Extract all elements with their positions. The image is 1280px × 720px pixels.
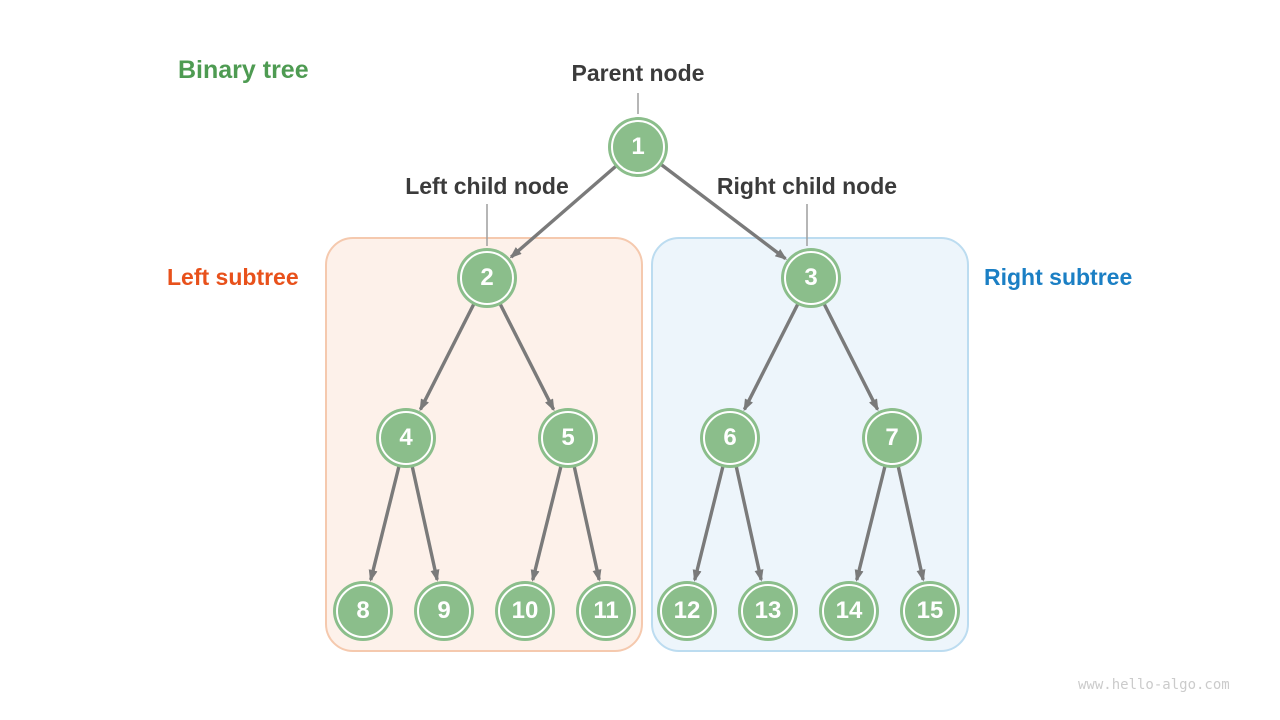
left-child-node-label: Left child node bbox=[405, 173, 569, 199]
watermark-text: www.hello-algo.com bbox=[1078, 677, 1230, 693]
tree-node-14: 14 bbox=[819, 581, 879, 641]
tree-node-8: 8 bbox=[333, 581, 393, 641]
node-value: 11 bbox=[593, 597, 619, 624]
tree-node-9: 9 bbox=[414, 581, 474, 641]
tree-node-5: 5 bbox=[538, 408, 598, 468]
node-value: 4 bbox=[399, 424, 413, 451]
parent-node-label: Parent node bbox=[571, 60, 705, 86]
tree-node-6: 6 bbox=[700, 408, 760, 468]
node-value: 7 bbox=[885, 424, 899, 451]
tree-node-13: 13 bbox=[738, 581, 798, 641]
right-subtree-label: Right subtree bbox=[984, 264, 1133, 290]
tree-node-10: 10 bbox=[495, 581, 555, 641]
node-value: 8 bbox=[356, 597, 370, 624]
tree-node-2: 2 bbox=[457, 248, 517, 308]
node-value: 2 bbox=[480, 264, 494, 291]
tree-node-1: 1 bbox=[608, 117, 668, 177]
diagram-title: Binary tree bbox=[178, 56, 309, 84]
left-subtree-label: Left subtree bbox=[167, 264, 299, 290]
node-value: 3 bbox=[804, 264, 818, 291]
node-value: 5 bbox=[561, 424, 575, 451]
tree-node-4: 4 bbox=[376, 408, 436, 468]
node-value: 12 bbox=[673, 597, 701, 624]
node-value: 6 bbox=[723, 424, 737, 451]
right-child-node-label: Right child node bbox=[716, 173, 898, 199]
tree-node-12: 12 bbox=[657, 581, 717, 641]
node-value: 15 bbox=[916, 597, 944, 624]
node-value: 1 bbox=[631, 133, 645, 160]
tree-node-3: 3 bbox=[781, 248, 841, 308]
node-value: 9 bbox=[437, 597, 451, 624]
node-value: 14 bbox=[835, 597, 863, 624]
tree-node-7: 7 bbox=[862, 408, 922, 468]
node-value: 13 bbox=[754, 597, 782, 624]
tree-node-11: 11 bbox=[576, 581, 636, 641]
node-value: 10 bbox=[511, 597, 539, 624]
tree-node-15: 15 bbox=[900, 581, 960, 641]
